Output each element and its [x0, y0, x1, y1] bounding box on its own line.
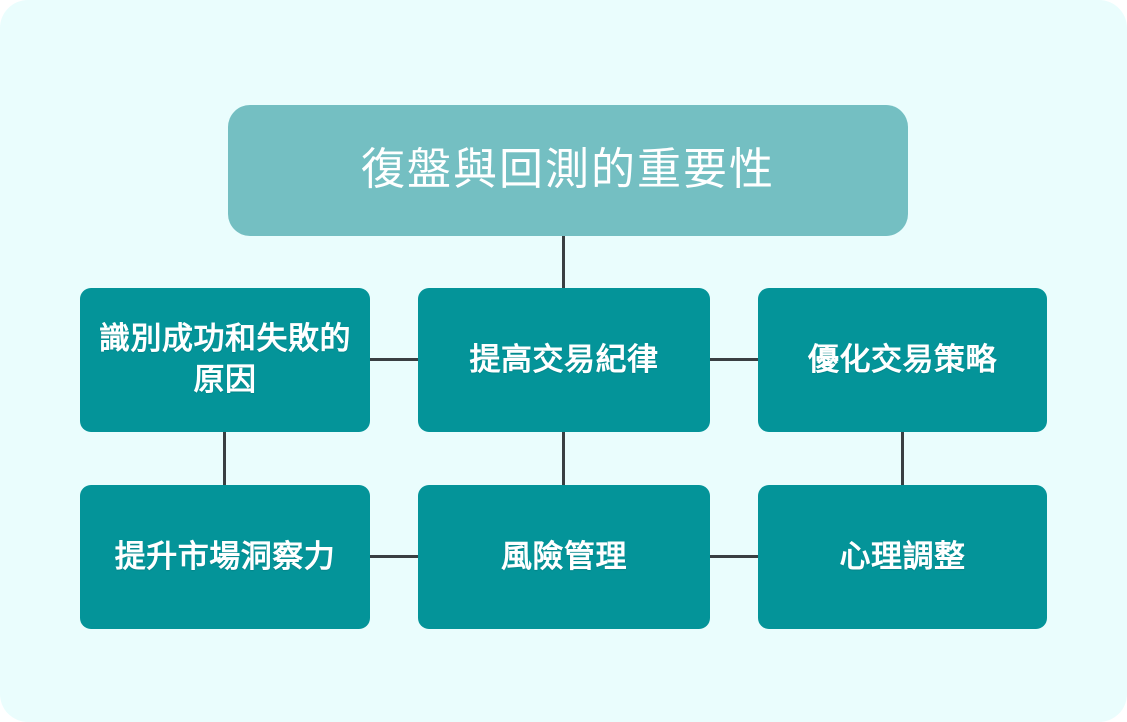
diagram-node-optimize-strategy: 優化交易策略 — [758, 288, 1047, 432]
connector-r1c3-to-r2c3 — [901, 431, 904, 486]
connector-r2c1-to-r2c2 — [369, 555, 419, 558]
connector-r2c2-to-r2c3 — [709, 555, 759, 558]
node-label: 提高交易紀律 — [469, 341, 659, 377]
diagram-node-market-insight: 提升市場洞察力 — [80, 485, 370, 629]
connector-r1c2-to-r1c3 — [709, 358, 759, 361]
diagram-title-node: 復盤與回測的重要性 — [228, 105, 908, 236]
node-label: 優化交易策略 — [808, 341, 997, 377]
connector-r1c1-to-r2c1 — [223, 431, 226, 486]
diagram-node-improve-discipline: 提高交易紀律 — [418, 288, 710, 432]
connector-r1c1-to-r1c2 — [369, 358, 419, 361]
node-label: 識別成功和失敗的原因 — [99, 321, 351, 397]
node-label: 提升市場洞察力 — [114, 538, 336, 574]
diagram-node-psychological-adjustment: 心理調整 — [758, 485, 1047, 629]
node-label: 風險管理 — [501, 538, 627, 574]
connector-r1c2-to-r2c2 — [562, 431, 565, 486]
connector-title-to-r1c2 — [562, 236, 565, 289]
node-label: 心理調整 — [839, 538, 966, 574]
diagram-node-identify-causes: 識別成功和失敗的原因 — [80, 288, 370, 432]
diagram-title-label: 復盤與回測的重要性 — [361, 145, 775, 195]
diagram-node-risk-management: 風險管理 — [418, 485, 710, 629]
